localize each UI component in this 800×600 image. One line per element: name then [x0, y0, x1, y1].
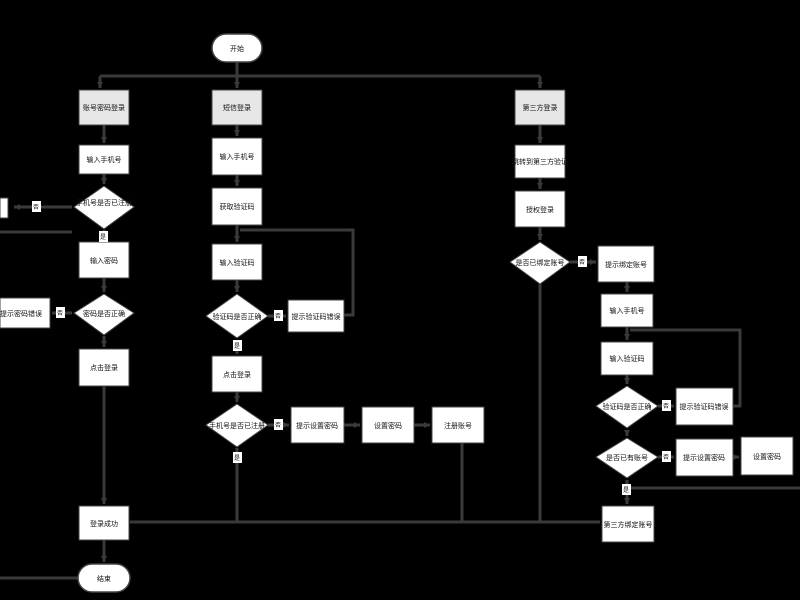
decision-p-password-correct: 密码是否正确	[73, 293, 135, 336]
edge-label-p-yes-text: 是	[100, 234, 106, 241]
branch-sms-login: 短信登录	[211, 89, 263, 126]
node-p-input-password: 输入密码	[78, 241, 130, 279]
node-t-set-password-tip: 提示设置密码	[675, 438, 734, 477]
edge-label-t-account-no-text: 否	[663, 454, 669, 461]
label-s-input-phone: 输入手机号	[220, 152, 255, 161]
connectors	[0, 62, 800, 580]
edge-label-p-yes: 是	[99, 231, 108, 242]
branch-third-label: 第三方登录	[523, 103, 558, 112]
branch-password-label: 账号密码登录	[83, 103, 125, 112]
label-s-set-password-tip: 提示设置密码	[296, 421, 338, 430]
node-s-code-error-tip: 提示验证码错误	[287, 299, 345, 333]
node-s-input-phone: 输入手机号	[211, 137, 263, 176]
label-t-authorize: 授权登录	[526, 205, 554, 214]
decision-s-code-correct: 验证码是否正确	[205, 293, 269, 339]
label-t-code-correct: 验证码是否正确	[603, 402, 652, 411]
edge-label-s-code-yes: 是	[233, 340, 242, 351]
label-s-click-login: 点击登录	[223, 370, 251, 379]
label-s-set-password: 设置密码	[374, 421, 402, 430]
end-node: 结束	[77, 563, 131, 593]
node-t-input-code: 输入验证码	[600, 341, 654, 376]
label-p-click-login: 点击登录	[90, 363, 118, 372]
edge-label-s-reg-yes: 是	[233, 452, 242, 463]
label-p-password-correct: 密码是否正确	[83, 309, 125, 318]
decision-t-bound: 是否已绑定账号	[509, 241, 571, 285]
decision-p-phone-registered: 手机号是否已注册	[73, 185, 135, 230]
edge-label-s-code-no: 否	[274, 310, 283, 321]
start-node: 开始	[211, 33, 263, 63]
end-label: 结束	[97, 574, 111, 583]
label-t-input-phone: 输入手机号	[610, 306, 645, 315]
label-s-phone-registered: 手机号是否已注册	[209, 421, 265, 430]
label-t-set-password-tip: 提示设置密码	[683, 453, 725, 462]
edge-label-p-pwd-no: 否	[56, 307, 65, 318]
edge-label-p-no-text: 否	[33, 204, 39, 211]
edge-label-s-code-no-text: 否	[275, 313, 281, 320]
decision-t-code-correct: 验证码是否正确	[595, 385, 659, 429]
decision-s-phone-registered: 手机号是否已注册	[205, 403, 269, 448]
label-t-set-password: 设置密码	[753, 452, 781, 461]
edge-label-p-no: 否	[32, 201, 41, 212]
decision-t-has-account: 是否已有账号	[595, 437, 659, 479]
node-t-input-phone: 输入手机号	[600, 293, 654, 328]
label-t-has-account: 是否已有账号	[606, 453, 648, 462]
node-t-jump: 跳转到第三方验证	[512, 144, 568, 179]
label-t-code-error-tip: 提示验证码错误	[680, 402, 729, 411]
start-label: 开始	[230, 44, 244, 53]
node-t-authorize: 授权登录	[514, 190, 566, 228]
edge-labels: 否 是 否 否 是 否 是 否 否 否 是	[32, 201, 671, 495]
branch-sms-label: 短信登录	[223, 103, 251, 112]
label-t-bind-account: 第三方绑定账号	[604, 520, 653, 529]
node-t-bind-tip: 提示绑定账号	[597, 245, 655, 283]
label-s-code-error-tip: 提示验证码错误	[292, 312, 341, 321]
branch-password-login: 账号密码登录	[78, 89, 130, 126]
label-t-input-code: 输入验证码	[610, 354, 645, 363]
edge-label-t-code-no-text: 否	[663, 403, 669, 410]
label-t-bind-tip: 提示绑定账号	[605, 260, 647, 269]
node-t-bind-account: 第三方绑定账号	[601, 505, 655, 543]
edge-label-p-pwd-no-text: 否	[57, 310, 63, 317]
node-s-set-password: 设置密码	[361, 406, 415, 444]
node-s-get-code: 获取验证码	[211, 187, 263, 226]
node-t-set-password: 设置密码	[740, 436, 794, 476]
label-s-input-code: 输入验证码	[220, 258, 255, 267]
edge-label-s-code-yes-text: 是	[234, 343, 240, 350]
node-t-code-error-tip: 提示验证码错误	[675, 387, 734, 426]
node-s-click-login: 点击登录	[211, 355, 263, 393]
label-s-register: 注册账号	[444, 421, 472, 430]
label-login-success: 登录成功	[90, 519, 118, 528]
edge-label-t-account-yes: 是	[622, 484, 631, 495]
label-s-get-code: 获取验证码	[220, 202, 255, 211]
node-s-register: 注册账号	[431, 406, 485, 444]
edge-label-t-account-no: 否	[662, 451, 671, 462]
edge-label-s-reg-yes-text: 是	[234, 455, 240, 462]
edge-label-t-bound-no: 否	[578, 256, 587, 267]
connector-s-code-loop	[240, 228, 355, 317]
connector-t-code-loop	[630, 328, 742, 408]
label-t-bound: 是否已绑定账号	[516, 258, 565, 267]
node-p-password-error-tip: 提示密码错误	[0, 297, 51, 329]
label-p-phone-registered: 手机号是否已注册	[76, 198, 132, 207]
label-s-code-correct: 验证码是否正确	[213, 312, 262, 321]
edge-label-s-reg-no: 否	[274, 419, 283, 430]
node-s-set-password-tip: 提示设置密码	[290, 406, 345, 444]
label-p-password-error-tip: 提示密码错误	[0, 309, 42, 318]
node-p-click-login: 点击登录	[78, 348, 130, 387]
edge-label-t-bound-no-text: 否	[579, 259, 585, 266]
branch-third-login: 第三方登录	[514, 89, 566, 126]
label-p-input-phone: 输入手机号	[87, 155, 122, 164]
edge-label-t-account-yes-text: 是	[623, 487, 629, 494]
node-s-input-code: 输入验证码	[211, 243, 263, 281]
node-login-success: 登录成功	[78, 505, 130, 541]
node-p-input-phone: 输入手机号	[78, 144, 130, 175]
edge-label-t-code-no: 否	[662, 400, 671, 411]
label-t-jump: 跳转到第三方验证	[512, 157, 568, 166]
edge-label-s-reg-no-text: 否	[275, 422, 281, 429]
label-p-input-password: 输入密码	[90, 256, 118, 265]
node-offscreen-left	[0, 197, 9, 219]
